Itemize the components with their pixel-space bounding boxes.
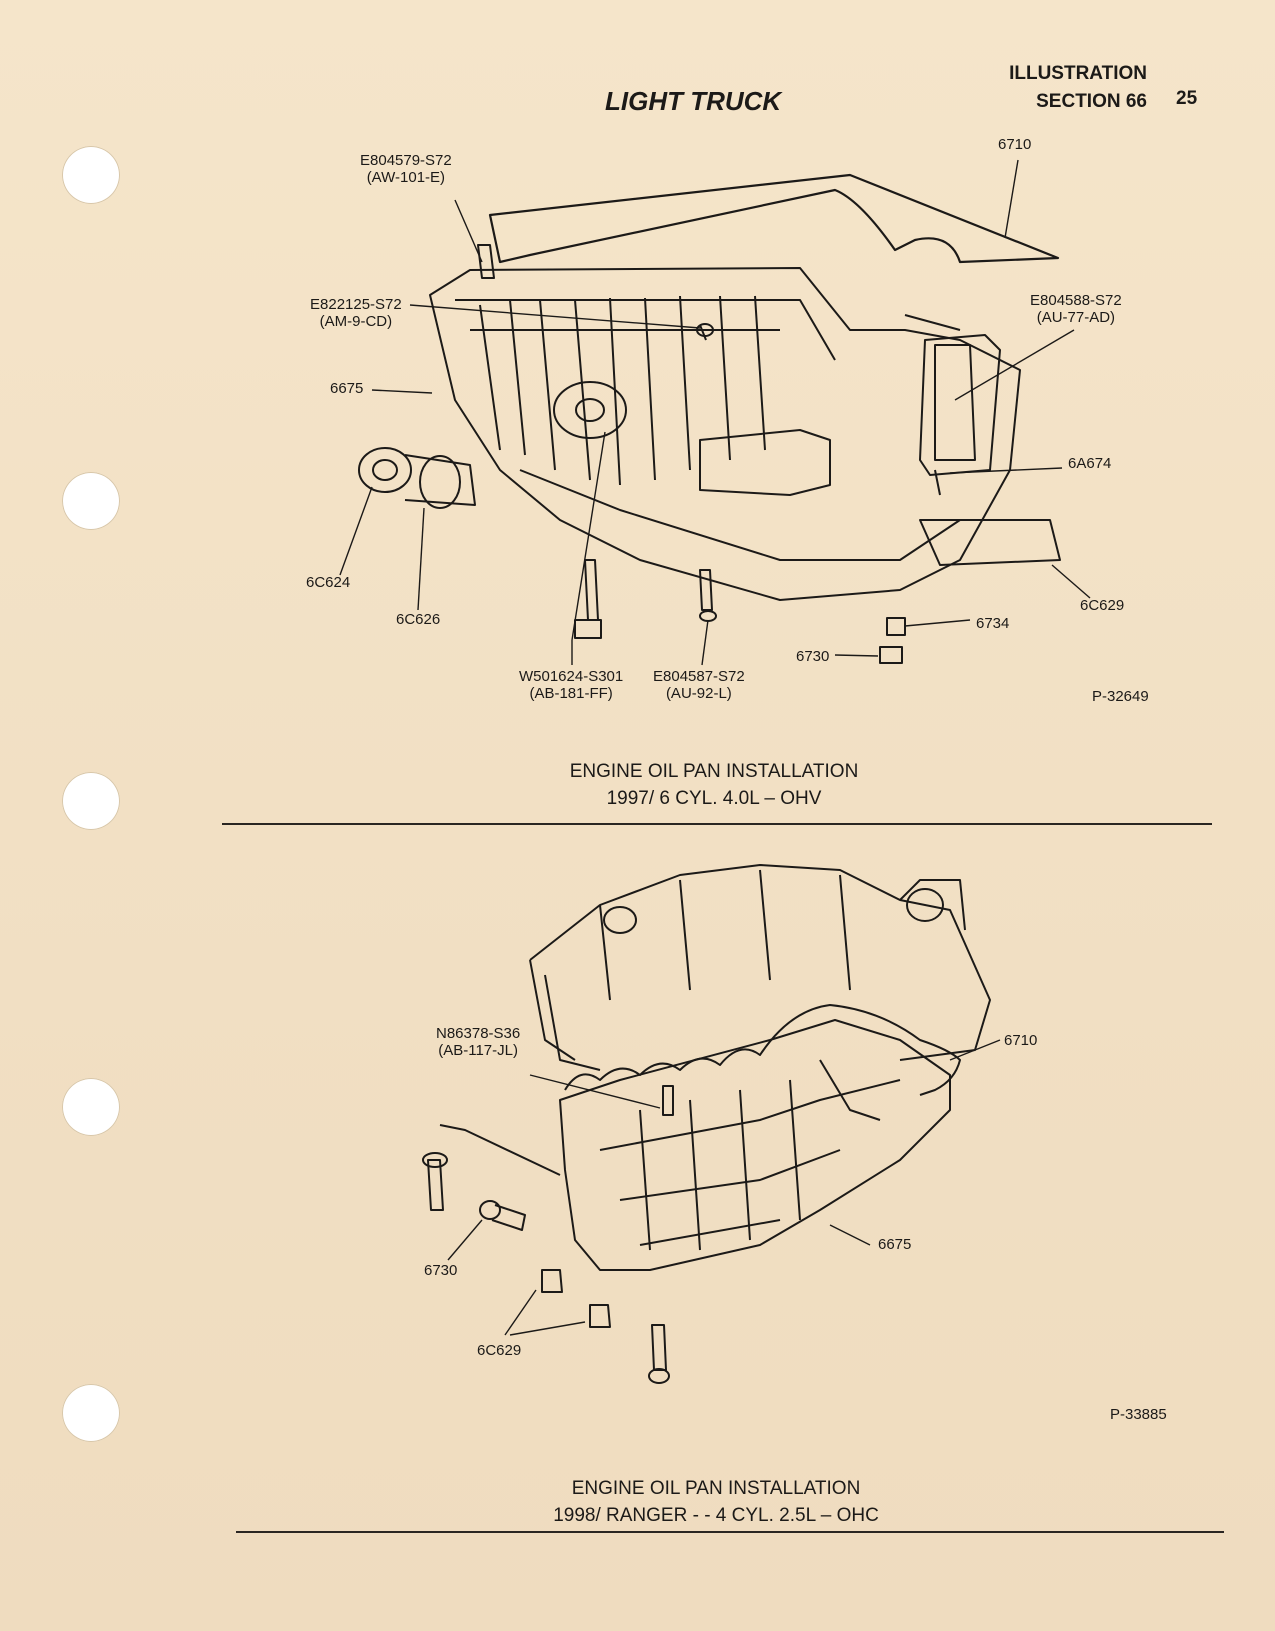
callout-6c629-top: 6C629 bbox=[1080, 597, 1125, 614]
callout-6730-bottom: 6730 bbox=[424, 1262, 458, 1279]
callout-e804579: E804579-S72(AW-101-E) bbox=[360, 152, 452, 186]
callout-6710-bottom: 6710 bbox=[1004, 1032, 1038, 1049]
diagram1-oil-pan bbox=[358, 173, 1061, 664]
divider-rule bbox=[222, 823, 1212, 825]
figure-ref-2: P-33885 bbox=[1110, 1406, 1167, 1423]
bottom-rule bbox=[236, 1531, 1224, 1533]
binder-hole bbox=[62, 772, 120, 830]
diagram1-leaders bbox=[339, 159, 1091, 666]
caption-diagram2: ENGINE OIL PAN INSTALLATION 1998/ RANGER… bbox=[553, 1478, 879, 1526]
binder-hole bbox=[62, 1078, 120, 1136]
callout-6730-top: 6730 bbox=[796, 648, 830, 665]
callout-n86378: N86378-S36(AB-117-JL) bbox=[436, 1025, 521, 1059]
callout-6a674: 6A674 bbox=[1068, 455, 1112, 472]
callout-6c629-bottom: 6C629 bbox=[477, 1342, 522, 1359]
callout-6c626: 6C626 bbox=[396, 611, 441, 628]
section-number: SECTION 66 bbox=[1036, 91, 1147, 112]
callout-6c624: 6C624 bbox=[306, 574, 351, 591]
callout-6675-top: 6675 bbox=[330, 380, 364, 397]
diagram2-engine-and-pan bbox=[422, 864, 991, 1384]
binder-hole bbox=[62, 146, 120, 204]
callout-6734: 6734 bbox=[976, 615, 1010, 632]
callout-e804587: E804587-S72(AU-92-L) bbox=[653, 668, 745, 702]
callout-6675-bottom: 6675 bbox=[878, 1236, 912, 1253]
callout-e804588: E804588-S72(AU-77-AD) bbox=[1030, 292, 1122, 326]
binder-hole bbox=[62, 1384, 120, 1442]
section-label: ILLUSTRATION bbox=[1009, 63, 1147, 84]
callout-e822125: E822125-S72(AM-9-CD) bbox=[310, 296, 402, 330]
page-number: 25 bbox=[1176, 88, 1198, 109]
caption-diagram1: ENGINE OIL PAN INSTALLATION 1997/ 6 CYL.… bbox=[569, 761, 859, 809]
figure-ref-1: P-32649 bbox=[1092, 688, 1149, 705]
page-title: LIGHT TRUCK bbox=[605, 86, 782, 116]
diagram2-leaders bbox=[447, 1039, 1001, 1336]
section-header: ILLUSTRATION SECTION 66 bbox=[1009, 60, 1147, 116]
binder-hole bbox=[62, 472, 120, 530]
callout-w501624: W501624-S301(AB-181-FF) bbox=[519, 668, 624, 702]
callout-6710-top: 6710 bbox=[998, 136, 1032, 153]
